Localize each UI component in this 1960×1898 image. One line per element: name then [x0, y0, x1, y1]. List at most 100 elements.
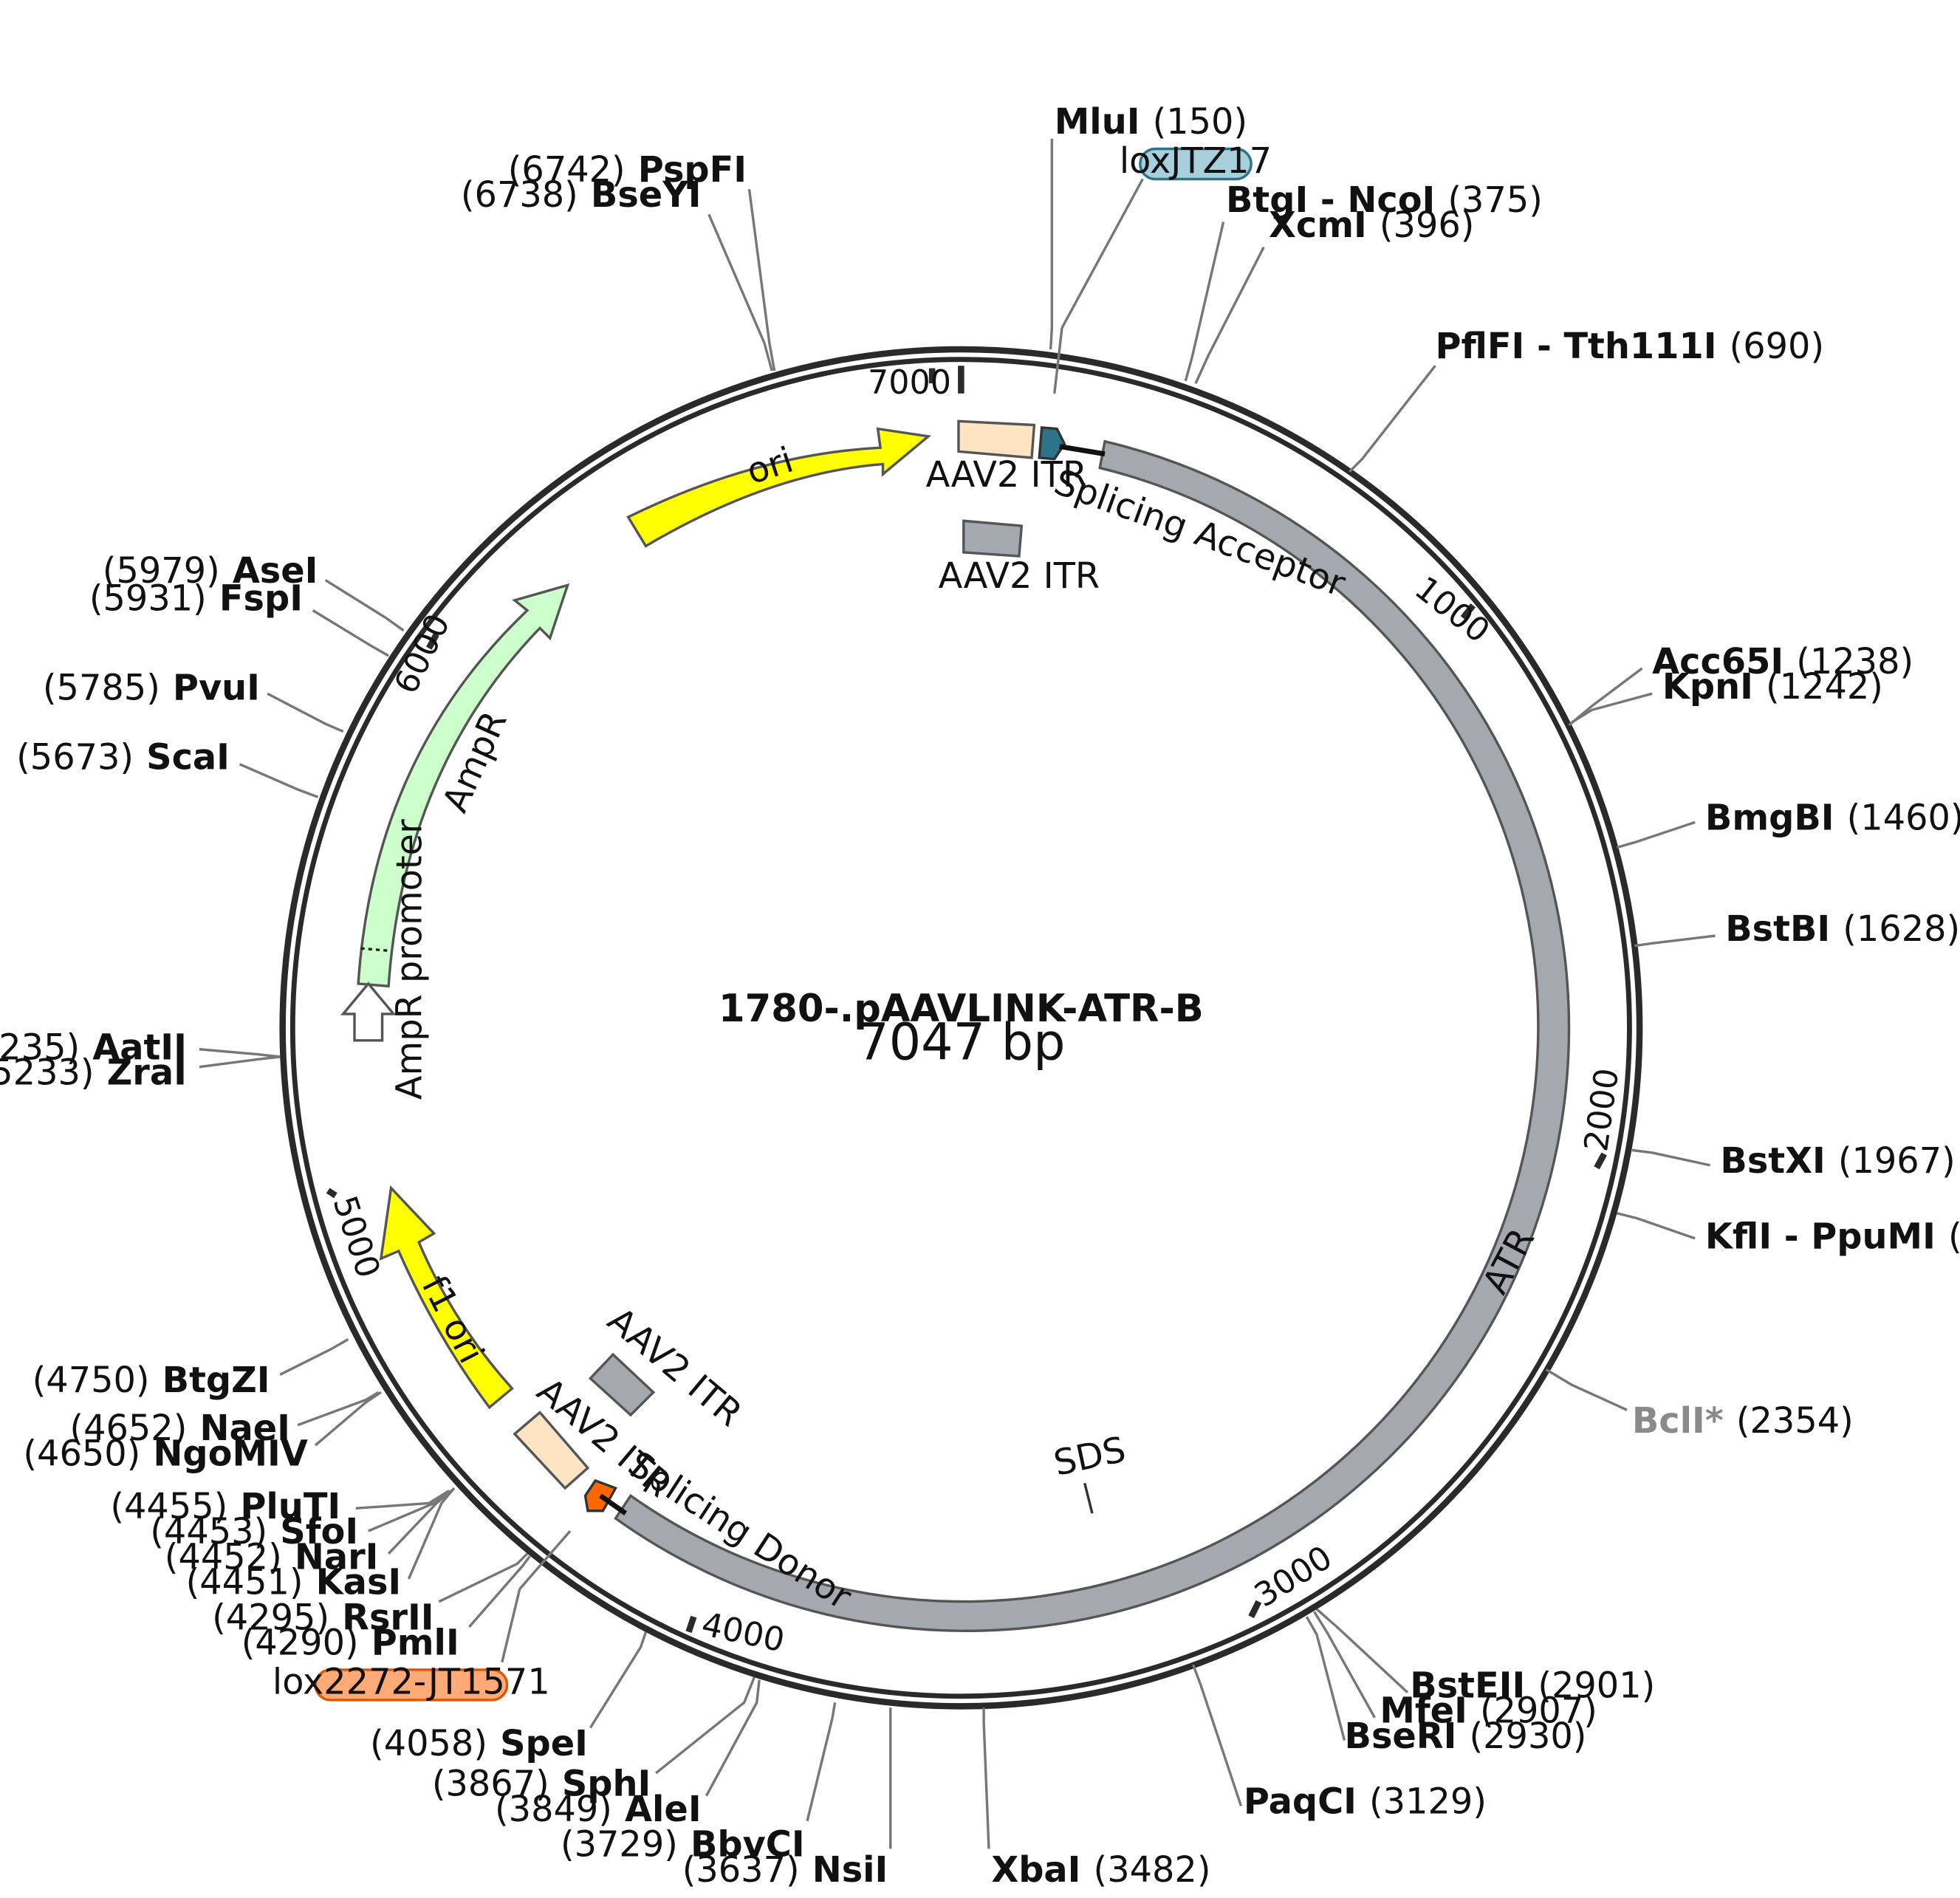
loxjtz17-leader-2	[1053, 327, 1063, 394]
site-label-pspfi: (6742)PspFI	[508, 150, 747, 191]
site-label-btgzi: (4750)BtgZI	[32, 1360, 270, 1401]
sds-label: SDS	[1050, 1430, 1129, 1484]
site-label-aatii: (5235)AatII	[0, 1027, 187, 1068]
aav2-itr-top-inner-label: AAV2 ITR	[939, 556, 1100, 597]
site-label-fspi: (5931)FspI	[89, 578, 303, 619]
site-label-pflfi: PflFI - Tth111I(690)	[1435, 326, 1824, 367]
site-label-nsii: (3637)NsiI	[682, 1850, 888, 1891]
site-label-bstxi: BstXI(1967)	[1720, 1141, 1955, 1182]
leader-sfoi	[368, 1490, 453, 1532]
f1-ori-feature[interactable]	[379, 1185, 514, 1410]
aav2-itr-top-label: AAV2 ITR	[926, 455, 1087, 496]
ampr-promoter-label: AmpR promoter	[390, 819, 431, 1100]
aav2-itr-bottom-inner[interactable]	[588, 1352, 656, 1417]
plasmid-name: 1780-.pAAVLINK-ATR-B	[719, 987, 1204, 1031]
site-label-asei: (5979)AseI	[103, 551, 318, 592]
leader-kfli	[1616, 1212, 1696, 1240]
tick-label-4000: 4000	[699, 1606, 788, 1659]
tick-4000	[685, 1615, 697, 1634]
backbone-inner-ring	[289, 357, 1632, 1699]
site-label-paqci: PaqCI(3129)	[1244, 1782, 1487, 1823]
tick-marks	[326, 366, 1608, 1634]
leader-bsteii	[1315, 1608, 1409, 1693]
site-label-mfei: MfeI(2907)	[1380, 1691, 1597, 1732]
leader-btgi-ncoi	[1184, 222, 1225, 382]
ampr-divider	[360, 947, 391, 953]
f1-ori-label: f1 ori	[414, 1270, 492, 1370]
site-label-scai: (5673)ScaI	[16, 738, 230, 778]
site-label-pluti: (4455)PluTI	[110, 1487, 340, 1527]
leader-btgzi	[279, 1338, 349, 1376]
site-label-kpni: KpnI(1242)	[1662, 667, 1883, 708]
leader-bmgbi	[1616, 820, 1696, 849]
site-label-zrai: (5233)ZraI	[0, 1053, 187, 1094]
site-label-kfli-ppumi: KflI - PpuMI(2073)	[1705, 1217, 1960, 1258]
site-label-naei: (4652)NaeI	[69, 1408, 289, 1449]
leader-pflfi	[1349, 365, 1436, 473]
leader-fspi	[312, 609, 389, 657]
site-label-bsteii: BstEII(2901)	[1410, 1665, 1655, 1706]
plasmid-size: 7047 bp	[857, 1013, 1065, 1072]
tick-1000	[1460, 603, 1476, 620]
site-label-nari: (4452)NarI	[165, 1537, 379, 1577]
leader-bseyi	[707, 213, 773, 371]
site-label-pvui: (5785)PvuI	[43, 668, 260, 709]
tick-2000	[1594, 1152, 1608, 1170]
site-label-mlui: MluI(150)	[1055, 102, 1247, 143]
aav2-itr-bottom[interactable]	[513, 1411, 590, 1490]
leader-pspfi	[747, 188, 776, 371]
leader-rsrii	[438, 1552, 529, 1603]
site-label-xcmi: XcmI(396)	[1269, 205, 1474, 246]
site-label-kasi: (4451)KasI	[186, 1562, 402, 1603]
lox2272-leader-2	[518, 1529, 572, 1590]
leader-kpni	[1570, 692, 1653, 724]
site-label-acc65i: Acc65I(1238)	[1652, 642, 1913, 682]
leader-bseri	[1305, 1616, 1346, 1741]
aav2-itr-top[interactable]	[957, 419, 1036, 459]
leader-naei	[297, 1391, 380, 1427]
leader-pvui	[267, 692, 344, 733]
site-label-alei: (3849)AleI	[495, 1789, 702, 1830]
leader-xbai	[982, 1707, 990, 1849]
lox2272-leader	[501, 1589, 521, 1663]
backbone-outer-ring	[279, 346, 1643, 1710]
tick-3000	[1248, 1600, 1262, 1619]
leader-nari	[387, 1490, 453, 1555]
ori-feature[interactable]	[626, 427, 932, 548]
lox2272-pill[interactable]	[314, 1668, 509, 1702]
site-label-bbvci: (3729)BbvCI	[561, 1825, 805, 1866]
leader-paqci	[1191, 1664, 1243, 1806]
site-label-bmgbi: BmgBI(1460)	[1705, 798, 1960, 839]
leader-pmli	[468, 1555, 531, 1628]
leader-scai	[239, 763, 319, 798]
leader-pluti	[355, 1489, 450, 1510]
leader-xcmi	[1194, 246, 1265, 384]
leader-spei	[589, 1631, 648, 1729]
site-label-pmli: (4290)PmlI	[241, 1623, 459, 1663]
atr-feature[interactable]	[614, 439, 1571, 1632]
ampr-promoter-feature[interactable]	[340, 981, 397, 1042]
leader-mfei	[1313, 1611, 1376, 1719]
site-label-bseyi: (6738)BseYI	[461, 175, 702, 216]
loxjtz17-pill[interactable]	[1139, 147, 1253, 181]
lox-top-feature[interactable]	[1038, 426, 1066, 461]
aav2-itr-top-inner[interactable]	[962, 519, 1024, 558]
site-label-spei: (4058)SpeI	[370, 1724, 588, 1764]
tick-6000	[426, 632, 439, 650]
loxjtz17-leader	[1060, 178, 1144, 329]
site-label-bstbi: BstBI(1628)	[1725, 909, 1960, 950]
ampr-feature[interactable]	[357, 583, 570, 988]
site-label-sphi: (3867)SphI	[432, 1764, 651, 1805]
leader-mlui	[1049, 138, 1054, 350]
leader-sphi	[655, 1676, 755, 1775]
site-leaders	[199, 138, 1716, 1849]
leader-bbvci	[806, 1702, 837, 1822]
site-label-bseri: BseRI(2930)	[1345, 1716, 1587, 1757]
splicing-acceptor-bar	[1059, 444, 1106, 457]
tick-label-5000: 5000	[326, 1191, 387, 1282]
leader-asei	[324, 579, 405, 632]
site-label-sfoi: (4453)SfoI	[150, 1512, 358, 1552]
site-label-btgi-ncoi: BtgI - NcoI(375)	[1226, 180, 1543, 221]
